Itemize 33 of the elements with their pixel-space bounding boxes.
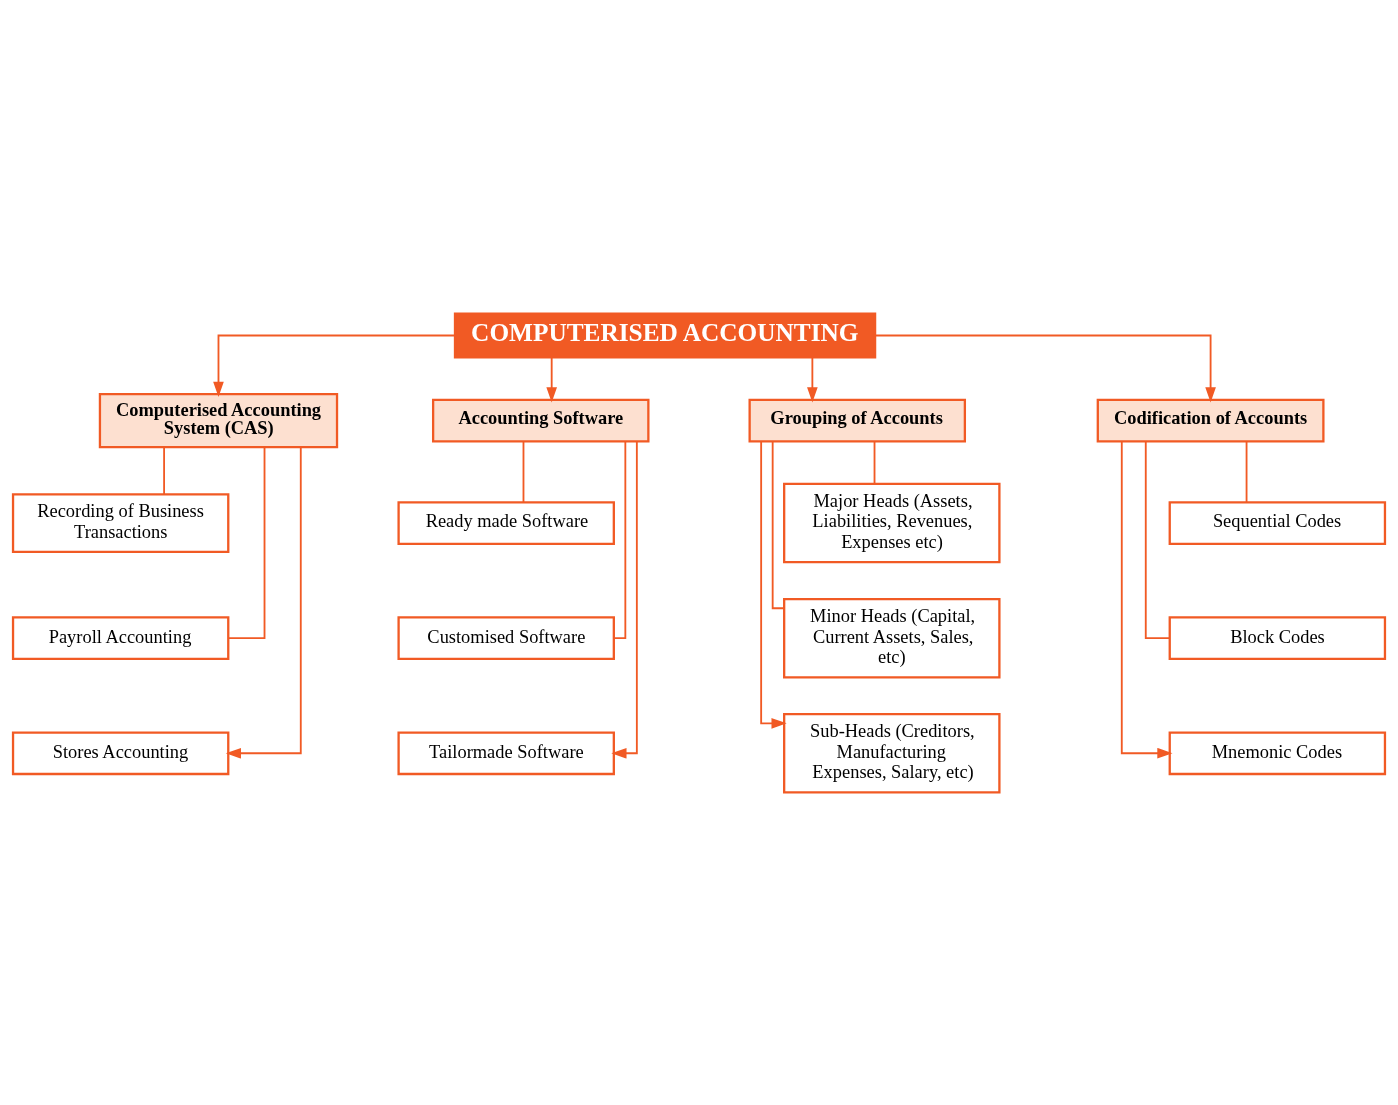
node-box: Codification of Accounts — [1096, 398, 1325, 442]
node-box: Tailormade Software — [397, 730, 615, 775]
arrow — [874, 334, 1216, 402]
arrow — [611, 440, 638, 759]
arrow — [760, 440, 787, 729]
node-box: Ready made Software — [397, 500, 615, 545]
connector — [522, 439, 525, 503]
node-box: Sub-Heads (Creditors, Manufacturing Expenses, Salary, etc) — [783, 712, 1001, 794]
connector — [1245, 439, 1248, 503]
node-box: Accounting Software — [432, 398, 650, 442]
node-box: Computerised Accounting System (CAS) — [98, 392, 339, 448]
connector — [1144, 440, 1171, 639]
connector — [227, 445, 266, 639]
arrow — [807, 356, 818, 402]
node-box: Mnemonic Codes — [1168, 730, 1387, 775]
arrow — [213, 334, 456, 397]
node-box: Stores Accounting — [11, 730, 230, 775]
arrow — [546, 356, 557, 402]
node-box: Customised Software — [397, 615, 615, 660]
node-box: Grouping of Accounts — [748, 398, 966, 442]
node-box: Major Heads (Assets, Liabilities, Revenues, Expenses etc) — [783, 482, 1001, 563]
node-box: Recording of Business Transactions — [11, 492, 230, 553]
connector — [771, 440, 785, 609]
connector — [163, 446, 165, 495]
arrow — [225, 445, 302, 759]
arrow — [1120, 440, 1173, 759]
node-box: Payroll Accounting — [11, 615, 230, 660]
node-box: Block Codes — [1168, 615, 1387, 660]
node-box: Minor Heads (Capital, Current Assets, Sales, etc) — [783, 597, 1001, 678]
connector — [613, 440, 627, 639]
node-box: COMPUTERISED ACCOUNTING — [453, 311, 877, 358]
node-box: Sequential Codes — [1168, 500, 1387, 545]
connector — [873, 439, 876, 485]
